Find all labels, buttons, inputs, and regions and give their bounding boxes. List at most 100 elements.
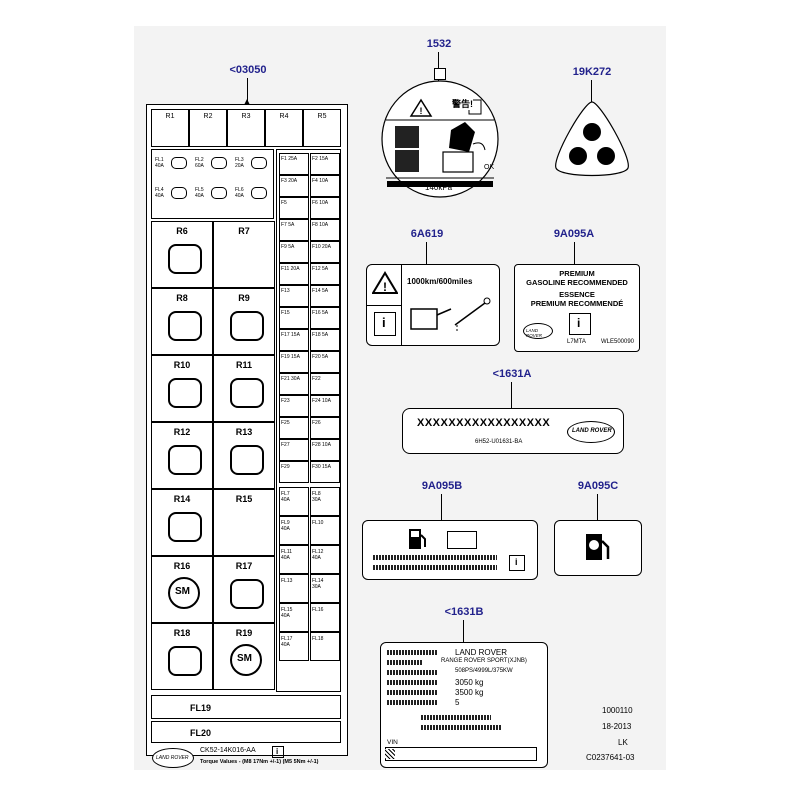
relay-symbol-icon: [230, 445, 264, 475]
fuse-label: F20 5A: [312, 354, 329, 360]
relay-label: R1: [165, 113, 175, 120]
fuse-label: F29: [281, 464, 290, 470]
fuse-cell: [310, 175, 340, 197]
relay-label: R7: [238, 226, 250, 236]
fuse-label: F16 5A: [312, 310, 329, 316]
fuse-label: F6 10A: [312, 200, 329, 206]
fl-right-label: FL14 30A: [312, 578, 324, 590]
relay-r14: R14: [151, 489, 213, 556]
relay-r11: R11: [213, 355, 275, 422]
fuse-cell: [310, 439, 340, 461]
fuse-cell: [310, 307, 340, 329]
triangle-label: [555, 101, 629, 177]
relay-top-r1: R1: [151, 109, 189, 147]
marker-icon: [434, 68, 446, 80]
plate-value: RANGE ROVER SPORT(XJNB): [441, 658, 527, 664]
fl-right-label: FL7 40A: [281, 491, 290, 503]
relay-label: R15: [235, 494, 253, 504]
logo-text: LAND ROVER: [156, 755, 189, 761]
leader-line: [441, 494, 442, 520]
fuse-label: F22: [312, 376, 321, 382]
fuel-pump-icon: [409, 529, 426, 549]
fuse-cell: [310, 153, 340, 175]
vin-part-number: 6H52-U01631-BA: [475, 439, 523, 445]
fuse-footer: LAND ROVER CK52-14K016-AA i Torque Value…: [150, 744, 342, 770]
fuse-cell: [279, 197, 309, 219]
fl20-cell: FL20: [151, 721, 341, 743]
sm-icon: SM: [230, 644, 262, 676]
plate-field-label: [387, 680, 437, 685]
fuse-label: F24 10A: [312, 398, 331, 404]
fuse-cell: [310, 197, 340, 219]
plate-value: 3500 kg: [455, 688, 484, 697]
fuse-label: F4 10A: [312, 178, 329, 184]
fl-right-label: FL15 40A: [281, 607, 293, 619]
relay-symbol-icon: [230, 378, 264, 408]
fuse-label: F26: [312, 420, 321, 426]
callout-gasoline-label: 9A095A: [553, 228, 595, 240]
footer-line1: 1000110: [602, 706, 633, 715]
fl-right-cell: [279, 516, 309, 545]
fuse-cell: [279, 263, 309, 285]
fl-right-cell: [279, 545, 309, 574]
warning-triangle-icon: !: [372, 271, 398, 294]
fl-left-name: FL1: [155, 157, 164, 163]
fl-icon: [211, 157, 227, 169]
fuse-cell: [279, 241, 309, 263]
relay-top-r5: R5: [303, 109, 341, 147]
land-rover-logo: LAND ROVER: [523, 323, 553, 339]
relay-label: R10: [173, 360, 191, 370]
plate-value: 3050 kg: [455, 678, 484, 687]
land-rover-logo: LAND ROVER: [567, 421, 615, 443]
relay-label: R16: [173, 561, 191, 571]
callout-fuse-label: <03050: [229, 64, 267, 76]
gasoline-line2: GASOLINE RECOMMENDED: [526, 278, 628, 287]
callout-triangle: 19K272: [572, 66, 612, 78]
fuse-cell: [279, 461, 309, 483]
gasoline-code2: WLE500090: [601, 339, 635, 345]
fl-icon: [171, 187, 187, 199]
fl-right-cell: [279, 574, 309, 603]
oil-can-icon: [410, 297, 491, 331]
manual-icon: i: [509, 555, 525, 571]
torque-values: Torque Values - (M8 17Nm +/-1) (M5 5Nm +…: [200, 759, 319, 765]
relay-symbol-icon: [168, 244, 202, 274]
fuse-label: F14 5A: [312, 288, 329, 294]
callout-service-label: 6A619: [410, 228, 444, 240]
fuse-label: F27: [281, 442, 290, 448]
fuse-label: F13: [281, 288, 290, 294]
relay-r8: R8: [151, 288, 213, 355]
fuse-label: F28 10A: [312, 442, 331, 448]
plate-value: LAND ROVER: [455, 648, 508, 657]
fl-right-cell: [310, 574, 340, 603]
relay-label: R11: [235, 360, 252, 370]
fl19-cell: FL19: [151, 695, 341, 719]
fl-right-cell: [279, 487, 309, 516]
callout-vehicle-plate: <1631B: [444, 606, 484, 618]
relay-label: R12: [173, 427, 191, 437]
fuse-label: F5: [281, 200, 287, 206]
fl-left-name: FL6: [235, 187, 244, 193]
relay-r9: R9: [213, 288, 275, 355]
fl-icon: [211, 187, 227, 199]
ok-text: OK: [484, 164, 495, 171]
fuse-label: F9 5A: [281, 244, 295, 250]
plate-field-label: [387, 660, 423, 665]
fuse-label: F3 20A: [281, 178, 298, 184]
fuse-label: F12 5A: [312, 266, 329, 272]
fuse-cell: [310, 241, 340, 263]
fuse-cell: [279, 307, 309, 329]
logo-text: LAND ROVER: [526, 328, 543, 338]
relay-label: R9: [238, 293, 250, 303]
leader-line: [591, 80, 592, 106]
plate-field-label: [387, 700, 437, 705]
relay-r10: R10: [151, 355, 213, 422]
fuse-label: F19 15A: [281, 354, 300, 360]
fl-right-label: FL13: [281, 578, 293, 584]
svg-text:!: !: [383, 280, 387, 294]
fuse-cell: [279, 373, 309, 395]
fuse-label: F25: [281, 420, 290, 426]
leader-line: [426, 242, 427, 266]
